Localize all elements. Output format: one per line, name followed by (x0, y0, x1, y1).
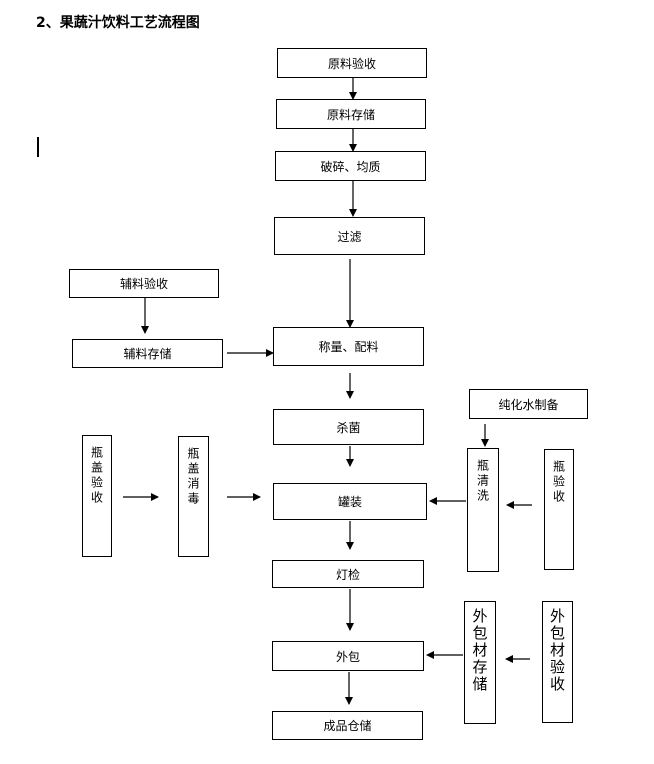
step-sterilize: 杀菌 (273, 409, 424, 445)
bottle-wash-label: 瓶清洗 (475, 459, 490, 504)
aux-accept: 辅料验收 (69, 269, 219, 298)
step-finished-store: 成品仓储 (272, 711, 423, 740)
water-prep: 纯化水制备 (469, 389, 588, 419)
step-lamp-check: 灯检 (272, 560, 424, 588)
bottle-accept: 瓶验收 (544, 449, 574, 570)
step-raw-accept: 原料验收 (277, 48, 427, 78)
text-cursor (37, 137, 39, 157)
step-weigh-mix: 称量、配料 (273, 327, 424, 366)
cap-accept: 瓶盖验收 (82, 435, 112, 557)
bottle-accept-label: 瓶验收 (551, 460, 566, 505)
cap-disinfect: 瓶盖消毒 (178, 436, 209, 557)
step-crush-homogenize: 破碎、均质 (275, 151, 426, 181)
outer-material-accept-label: 外包材验收 (548, 608, 566, 693)
cap-disinfect-label: 瓶盖消毒 (186, 447, 200, 507)
outer-material-store: 外包材存储 (464, 601, 496, 724)
aux-store: 辅料存储 (72, 339, 223, 368)
outer-material-store-label: 外包材存储 (470, 608, 489, 693)
step-raw-store: 原料存储 (276, 99, 426, 129)
step-filter: 过滤 (274, 217, 425, 255)
step-outer-pack: 外包 (272, 641, 424, 671)
bottle-wash: 瓶清洗 (467, 448, 499, 572)
outer-material-accept: 外包材验收 (542, 601, 573, 723)
cap-accept-label: 瓶盖验收 (89, 446, 104, 506)
page-title: 2、果蔬汁饮料工艺流程图 (36, 15, 200, 31)
step-fill: 罐装 (273, 483, 427, 520)
